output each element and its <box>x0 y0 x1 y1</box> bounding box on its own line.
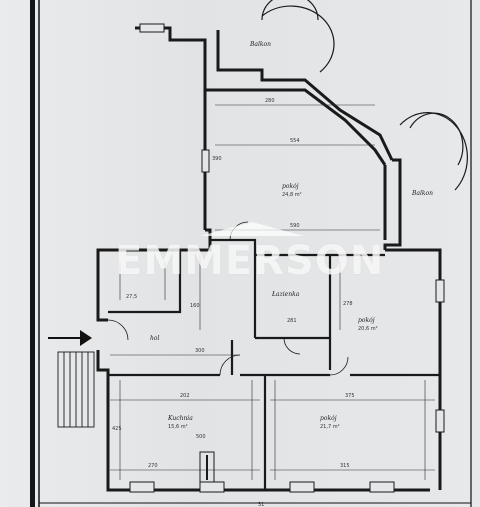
door-swings <box>107 221 349 376</box>
dim-label: 160 <box>190 303 200 309</box>
room-labels: Balkon pokój 24,8 m² Balkon 27,5 Łazienk… <box>126 41 433 430</box>
room-label-room-bottom-right: pokój <box>320 415 337 422</box>
dim-label: 554 <box>290 138 300 144</box>
entrance-arrow <box>48 330 92 346</box>
interior-walls <box>108 238 440 490</box>
dim-label: 202 <box>180 393 190 399</box>
dim-label: 278 <box>343 301 353 307</box>
dim-label: 500 <box>196 434 206 440</box>
room-label-hall: hol <box>150 335 159 342</box>
room-label-balcony-right: Balkon <box>411 190 433 197</box>
chimney-block <box>199 451 215 483</box>
room-area-room-bottom-left: 15,6 m² <box>168 424 188 430</box>
room-label-room-bottom-left: Kuchnia <box>167 415 193 422</box>
window-marks <box>129 23 445 493</box>
room-area-kitchen: 27,5 <box>126 294 137 300</box>
dim-label: 375 <box>345 393 355 399</box>
room-area-room-bottom-right: 21,7 m² <box>320 424 340 430</box>
dim-label: 281 <box>287 318 297 324</box>
dim-label: 300 <box>195 348 205 354</box>
dim-label: 315 <box>340 463 350 469</box>
dim-label: 590 <box>290 223 300 229</box>
dim-label: 280 <box>265 98 275 104</box>
sheet-frame <box>30 0 472 507</box>
room-area-living-upper: 24,8 m² <box>282 192 302 198</box>
dim-label: 270 <box>148 463 158 469</box>
dim-label: 390 <box>212 156 222 162</box>
room-label-living-upper: pokój <box>282 183 299 190</box>
dimension-numbers: 280 554 590 390 300 281 278 160 375 202 … <box>112 98 355 469</box>
dim-label: 425 <box>112 426 122 432</box>
room-label-room-right: pokój <box>358 317 375 324</box>
bay-window-arcs <box>261 0 468 191</box>
sheet-footer-number: 31 <box>258 502 264 507</box>
room-label-balcony-top: Balkon <box>249 41 271 48</box>
staircase <box>57 351 95 428</box>
room-label-bathroom: Łazienka <box>271 291 300 298</box>
room-area-room-right: 20,6 m² <box>358 326 378 332</box>
